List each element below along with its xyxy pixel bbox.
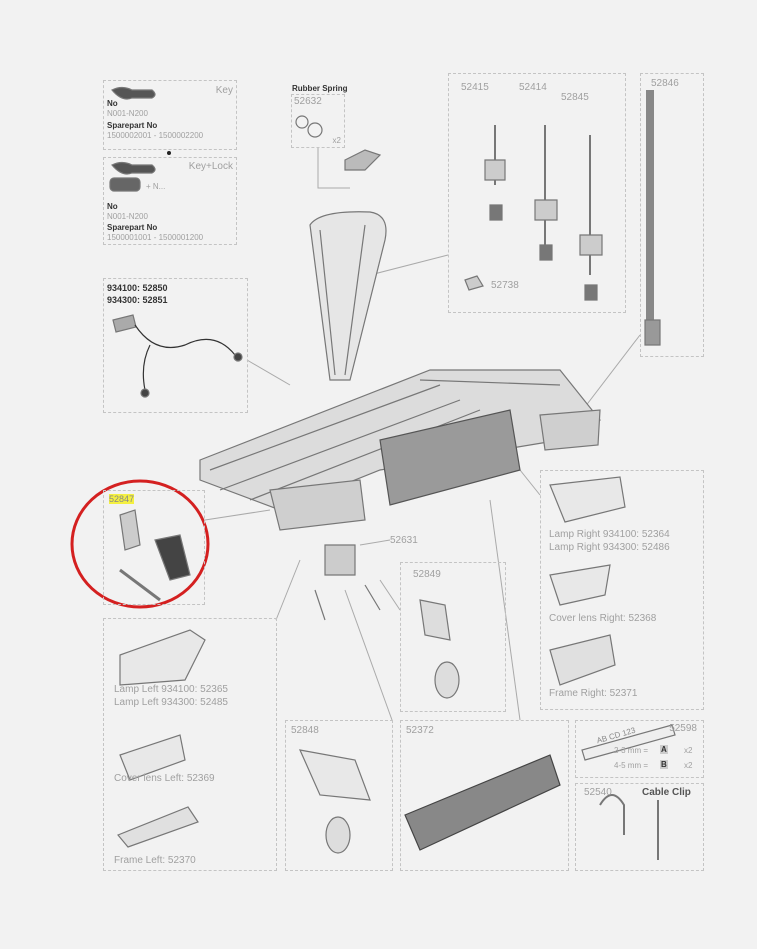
size-a: 2-3 mm = bbox=[614, 746, 649, 755]
part-number: 52848 bbox=[291, 725, 319, 736]
cover-lens-left: Cover lens Left: 52369 bbox=[114, 773, 215, 784]
plate-text: AB CD 123 bbox=[595, 725, 637, 746]
size-b: 4-5 mm = bbox=[614, 761, 649, 770]
part-52846-box: 52846 bbox=[640, 73, 704, 357]
wiring-line1: 934100: 52850 bbox=[107, 283, 168, 293]
bike-carrier-body bbox=[199, 90, 661, 531]
quantity: x2 bbox=[332, 136, 341, 145]
frame-left: Frame Left: 52370 bbox=[114, 855, 196, 866]
part-number: 52631 bbox=[390, 535, 418, 546]
sparepart-value: 1500002001 - 1500002200 bbox=[107, 131, 204, 140]
keylock-title: Key+Lock bbox=[188, 161, 233, 172]
part-number: 52846 bbox=[651, 78, 679, 89]
rubber-spring-box: 52632 x2 bbox=[291, 94, 345, 148]
lamp-left-1: Lamp Left 934100: 52365 bbox=[114, 684, 228, 695]
right-lamp-box: Lamp Right 934100: 52364 Lamp Right 9343… bbox=[540, 470, 704, 710]
sparepart-label: Sparepart No bbox=[107, 223, 158, 232]
frame-right: Frame Right: 52371 bbox=[549, 688, 638, 699]
part-number: 52415 bbox=[461, 82, 489, 93]
sparepart-label: Sparepart No bbox=[107, 121, 158, 130]
cover-lens-right: Cover lens Right: 52368 bbox=[549, 613, 657, 624]
quantity: x2 bbox=[684, 746, 693, 755]
letter-a: A bbox=[660, 745, 668, 754]
highlighted-part-number: 52847 bbox=[109, 494, 135, 504]
no-value: N001-N200 bbox=[107, 212, 148, 221]
key-title: Key bbox=[215, 85, 233, 96]
wiring-box: 934100: 52850 934300: 52851 bbox=[103, 278, 248, 413]
rubber-spring-title: Rubber Spring bbox=[292, 84, 348, 93]
lamp-left-2: Lamp Left 934300: 52485 bbox=[114, 697, 228, 708]
left-lamp-box: Lamp Left 934100: 52365 Lamp Left 934300… bbox=[103, 618, 277, 871]
part-number: 52414 bbox=[519, 82, 547, 93]
top-parts-box: 52415 52414 52845 52738 bbox=[448, 73, 626, 313]
keylock-box: Key+Lock + N... No N001-N200 Sparepart N… bbox=[103, 157, 237, 245]
no-label: No bbox=[107, 202, 118, 211]
key-box: Key No N001-N200 Sparepart No 1500002001… bbox=[103, 80, 237, 150]
dot bbox=[167, 151, 171, 155]
part-number: 52845 bbox=[561, 92, 589, 103]
keylock-suffix: + N... bbox=[146, 182, 166, 191]
quantity: x2 bbox=[684, 761, 693, 770]
part-number: 52738 bbox=[491, 280, 519, 291]
lamp-right-2: Lamp Right 934300: 52486 bbox=[549, 542, 670, 553]
plate-box: 52598 AB CD 123 2-3 mm = A x2 4-5 mm = B… bbox=[575, 720, 704, 778]
part-52847-box: 52847 bbox=[103, 490, 205, 605]
part-number: 52540 bbox=[584, 787, 612, 798]
part-52848-box: 52848 bbox=[285, 720, 393, 871]
lamp-right-1: Lamp Right 934100: 52364 bbox=[549, 529, 670, 540]
part-number: 52632 bbox=[294, 96, 322, 107]
cable-clip-title: Cable Clip bbox=[642, 787, 691, 798]
letter-b: B bbox=[660, 760, 668, 769]
part-52372-box: 52372 bbox=[400, 720, 569, 871]
no-value: N001-N200 bbox=[107, 109, 148, 118]
part-52849-box: 52849 bbox=[400, 562, 506, 712]
sparepart-value: 1500001001 - 1500001200 bbox=[107, 233, 204, 242]
part-number: 52849 bbox=[413, 569, 441, 580]
clip-box: 52540 Cable Clip bbox=[575, 783, 704, 871]
highlight-circle bbox=[70, 479, 210, 609]
no-label: No bbox=[107, 99, 118, 108]
part-number: 52598 bbox=[669, 723, 697, 734]
part-number: 52372 bbox=[406, 725, 434, 736]
wiring-line2: 934300: 52851 bbox=[107, 295, 168, 305]
